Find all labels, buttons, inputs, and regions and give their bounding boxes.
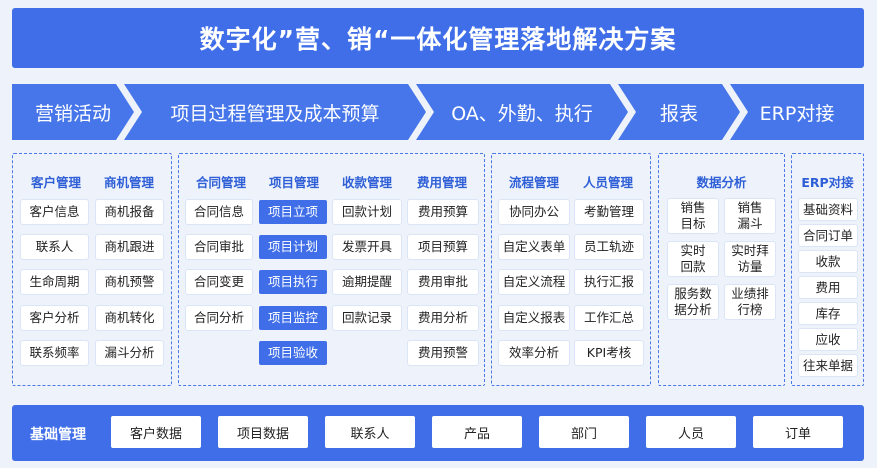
process-flow: 营销活动 项目过程管理及成本预算 OA、外勤、执行 报表 ERP对接 bbox=[12, 84, 864, 140]
item-inventory: 库存 bbox=[799, 303, 857, 324]
item-expense-analysis: 费用分析 bbox=[408, 306, 478, 330]
item-project-budget: 项目预算 bbox=[408, 235, 478, 259]
panel-erp bbox=[791, 153, 864, 386]
panel-project bbox=[178, 153, 485, 386]
panel-report bbox=[658, 153, 785, 386]
header-erp: ERP对接 bbox=[801, 175, 854, 190]
flow-step-erp: ERP对接 bbox=[730, 84, 864, 140]
item-work-summary: 工作汇总 bbox=[575, 306, 643, 330]
header-collection-mgmt: 收款管理 bbox=[341, 175, 392, 190]
item-contract-analysis: 合同分析 bbox=[186, 306, 252, 330]
item-sales-target: 销售 目标 bbox=[668, 199, 718, 233]
item-kpi-assessment: KPI考核 bbox=[575, 341, 643, 365]
base-item-orders: 订单 bbox=[753, 416, 843, 448]
item-custom-process: 自定义流程 bbox=[499, 270, 569, 294]
item-opportunity-conversion: 商机转化 bbox=[96, 306, 163, 330]
item-project-acceptance: 项目验收 bbox=[259, 341, 327, 365]
item-opportunity-followup: 商机跟进 bbox=[96, 235, 163, 259]
panel-marketing bbox=[12, 153, 172, 386]
item-project-setup: 项目立项 bbox=[259, 200, 327, 224]
header-expense-mgmt: 费用管理 bbox=[416, 175, 467, 190]
item-customer-analysis: 客户分析 bbox=[21, 306, 88, 330]
item-expense-budget: 费用预算 bbox=[408, 200, 478, 224]
header-customer-mgmt: 客户管理 bbox=[30, 175, 81, 190]
item-customer-info: 客户信息 bbox=[21, 200, 88, 224]
item-realtime-collection: 实时 回款 bbox=[668, 242, 718, 276]
flow-step-marketing: 营销活动 bbox=[12, 84, 134, 140]
base-item-contacts: 联系人 bbox=[325, 416, 415, 448]
item-custom-report: 自定义报表 bbox=[499, 306, 569, 330]
flow-step-oa: OA、外勤、执行 bbox=[416, 84, 628, 140]
base-item-departments: 部门 bbox=[539, 416, 629, 448]
item-performance-ranking: 业绩排 行榜 bbox=[725, 285, 775, 319]
item-collection-record: 回款记录 bbox=[333, 306, 401, 330]
item-project-monitoring: 项目监控 bbox=[259, 306, 327, 330]
item-efficiency-analysis: 效率分析 bbox=[499, 341, 569, 365]
item-funnel-analysis: 漏斗分析 bbox=[96, 341, 163, 365]
flow-step-report: 报表 bbox=[618, 84, 740, 140]
item-employee-track: 员工轨迹 bbox=[575, 235, 643, 259]
header-staff-mgmt: 人员管理 bbox=[582, 175, 633, 190]
base-item-project-data: 项目数据 bbox=[218, 416, 308, 448]
item-project-execution: 项目执行 bbox=[259, 270, 327, 294]
item-execution-report: 执行汇报 bbox=[575, 270, 643, 294]
item-receipts: 收款 bbox=[799, 251, 857, 272]
item-contract-info: 合同信息 bbox=[186, 200, 252, 224]
header-data-analysis: 数据分析 bbox=[696, 175, 747, 190]
item-transaction-docs: 往来单据 bbox=[799, 355, 857, 376]
base-item-personnel: 人员 bbox=[646, 416, 736, 448]
item-contract-change: 合同变更 bbox=[186, 270, 252, 294]
item-opportunity-warning: 商机预警 bbox=[96, 270, 163, 294]
panel-oa bbox=[491, 153, 651, 386]
page-title: 数字化”营、销“一体化管理落地解决方案 bbox=[12, 8, 864, 68]
base-item-customer-data: 客户数据 bbox=[111, 416, 201, 448]
item-sales-funnel: 销售 漏斗 bbox=[725, 199, 775, 233]
item-receivables: 应收 bbox=[799, 329, 857, 350]
item-overdue-reminder: 逾期提醒 bbox=[333, 270, 401, 294]
item-attendance: 考勤管理 bbox=[575, 200, 643, 224]
item-lifecycle: 生命周期 bbox=[21, 270, 88, 294]
item-expenses: 费用 bbox=[799, 277, 857, 298]
header-process-mgmt: 流程管理 bbox=[508, 175, 559, 190]
base-management-label: 基础管理 bbox=[30, 427, 86, 443]
item-basic-data: 基础资料 bbox=[799, 199, 857, 220]
header-opportunity-mgmt: 商机管理 bbox=[103, 175, 154, 190]
item-expense-approval: 费用审批 bbox=[408, 270, 478, 294]
header-contract-mgmt: 合同管理 bbox=[195, 175, 246, 190]
item-contacts: 联系人 bbox=[21, 235, 88, 259]
item-project-plan: 项目计划 bbox=[259, 235, 327, 259]
item-contract-approval: 合同审批 bbox=[186, 235, 252, 259]
item-collaboration: 协同办公 bbox=[499, 200, 569, 224]
item-opportunity-report: 商机报备 bbox=[96, 200, 163, 224]
item-service-data-analysis: 服务数 据分析 bbox=[668, 285, 718, 319]
item-contract-orders: 合同订单 bbox=[799, 225, 857, 246]
header-project-mgmt: 项目管理 bbox=[268, 175, 319, 190]
item-collection-plan: 回款计划 bbox=[333, 200, 401, 224]
item-expense-warning: 费用预警 bbox=[408, 341, 478, 365]
base-item-products: 产品 bbox=[432, 416, 522, 448]
item-custom-form: 自定义表单 bbox=[499, 235, 569, 259]
item-realtime-visits: 实时拜 访量 bbox=[725, 242, 775, 276]
flow-step-project: 项目过程管理及成本预算 bbox=[124, 84, 426, 140]
item-contact-frequency: 联系频率 bbox=[21, 341, 88, 365]
item-invoice-issue: 发票开具 bbox=[333, 235, 401, 259]
